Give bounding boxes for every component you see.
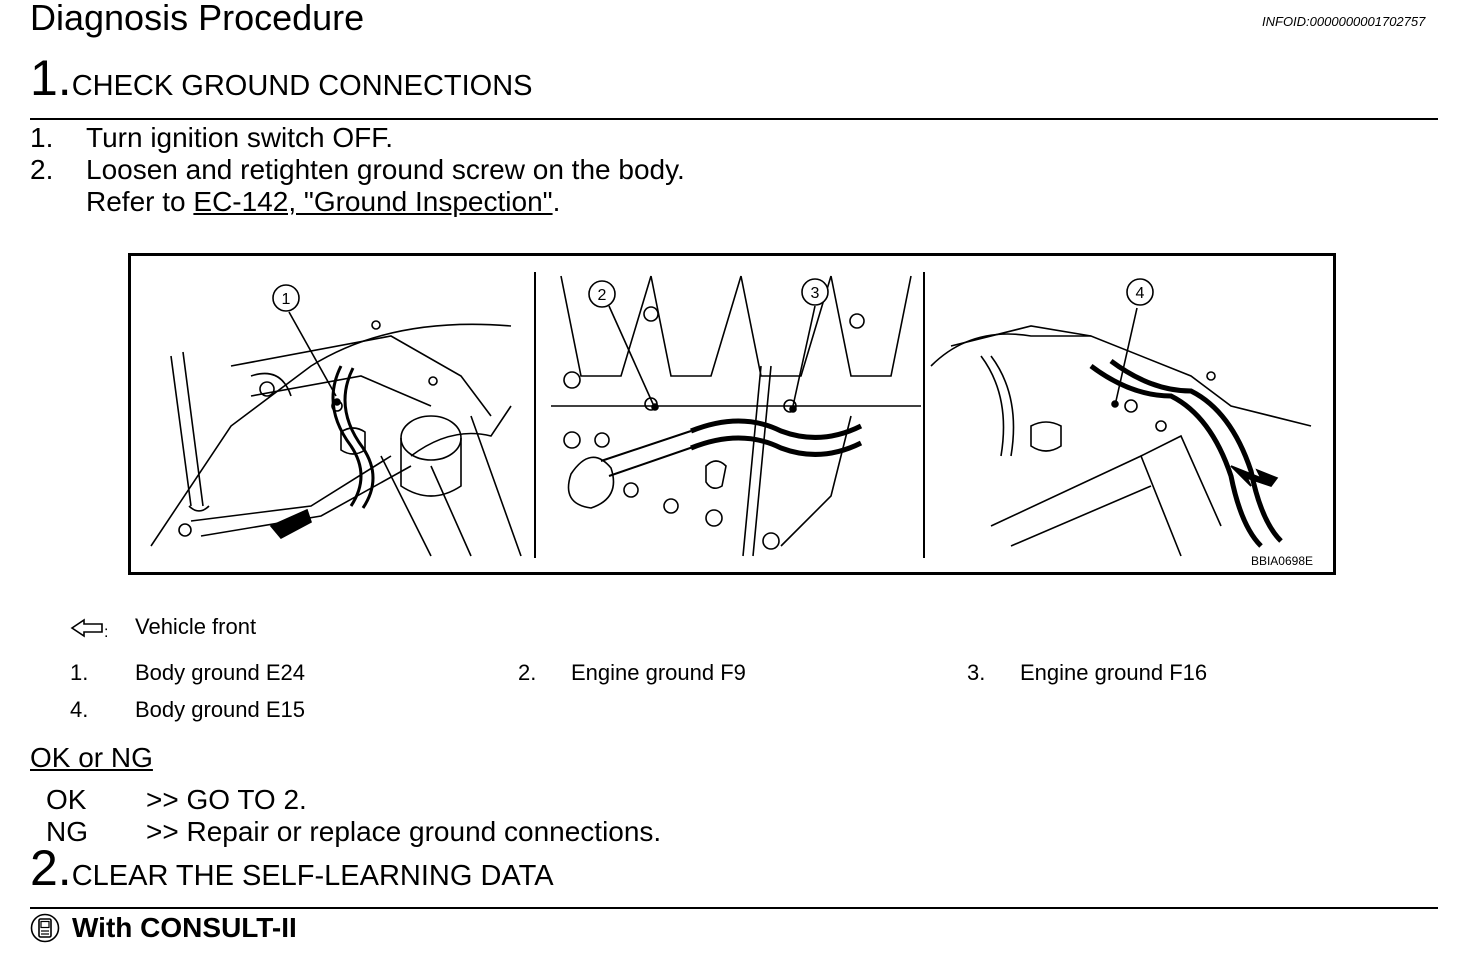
refer-prefix: Refer to: [86, 186, 194, 217]
section-divider: [30, 907, 1438, 909]
legend-item-label: Body ground E15: [135, 697, 306, 722]
step-1-number: 1.: [30, 50, 72, 106]
list-item: 1. Turn ignition switch OFF.: [0, 122, 1472, 154]
info-id: INFOID:0000000001702757: [1262, 14, 1426, 29]
ground-locations-figure: 1 2 3 4 BBIA0698E: [128, 253, 1336, 575]
callout-4: 4: [1136, 285, 1145, 302]
step-1-heading: 1.CHECK GROUND CONNECTIONS: [30, 53, 533, 106]
vehicle-front-colon: :: [104, 624, 109, 641]
callout-2: 2: [598, 287, 607, 304]
step-1-title: CHECK GROUND CONNECTIONS: [71, 70, 533, 102]
callout-3: 3: [811, 285, 820, 302]
consult-row: With CONSULT-II: [30, 912, 297, 944]
result-row: NG >> Repair or replace ground connectio…: [46, 816, 661, 848]
list-item-number: 1.: [30, 122, 54, 153]
consult-label: With CONSULT-II: [72, 912, 297, 943]
legend-item-label: Body ground E24: [135, 660, 306, 685]
legend-item-number: 4.: [70, 697, 89, 722]
result-action: >> GO TO 2.: [146, 784, 307, 815]
legend-item-label: Engine ground F16: [1020, 660, 1208, 685]
list-item-text: Turn ignition switch OFF.: [86, 122, 394, 153]
legend-item: 2. Engine ground F9: [518, 660, 746, 686]
list-item-text: Loosen and retighten ground screw on the…: [86, 154, 685, 185]
result-row: OK >> GO TO 2.: [46, 784, 307, 816]
step-2-number: 2.: [30, 840, 72, 896]
ok-ng-heading: OK or NG: [30, 742, 153, 773]
list-item: 2. Loosen and retighten ground screw on …: [0, 154, 1472, 186]
page-title: Diagnosis Procedure: [30, 0, 365, 38]
result-action: >> Repair or replace ground connections.: [146, 816, 662, 847]
arrow-left-icon: [70, 618, 103, 638]
legend-item-number: 2.: [518, 660, 537, 685]
legend-item-number: 1.: [70, 660, 89, 685]
refer-suffix: .: [552, 186, 561, 217]
list-item-number: 2.: [30, 154, 54, 185]
callout-1: 1: [282, 291, 291, 308]
section-divider: [30, 118, 1438, 120]
legend-item: 1. Body ground E24: [70, 660, 305, 686]
vehicle-front-legend: : Vehicle front: [70, 614, 256, 642]
legend-item: 4. Body ground E15: [70, 697, 305, 723]
step-2-heading: 2.CLEAR THE SELF-LEARNING DATA: [30, 843, 554, 896]
ground-inspection-link[interactable]: EC-142, "Ground Inspection": [193, 186, 553, 217]
consult-tool-icon: [30, 913, 60, 943]
result-status: NG: [46, 816, 88, 847]
vehicle-front-label: Vehicle front: [135, 614, 257, 639]
step-2-title: CLEAR THE SELF-LEARNING DATA: [71, 860, 554, 892]
figure-code: BBIA0698E: [1250, 554, 1313, 568]
result-status: OK: [46, 784, 87, 815]
legend-item: 3. Engine ground F16: [967, 660, 1207, 686]
legend-item-number: 3.: [967, 660, 986, 685]
engine-bay-illustration: 1 2 3 4: [150, 272, 1312, 558]
refer-line: Refer to EC-142, "Ground Inspection".: [86, 186, 560, 218]
legend-item-label: Engine ground F9: [571, 660, 746, 685]
